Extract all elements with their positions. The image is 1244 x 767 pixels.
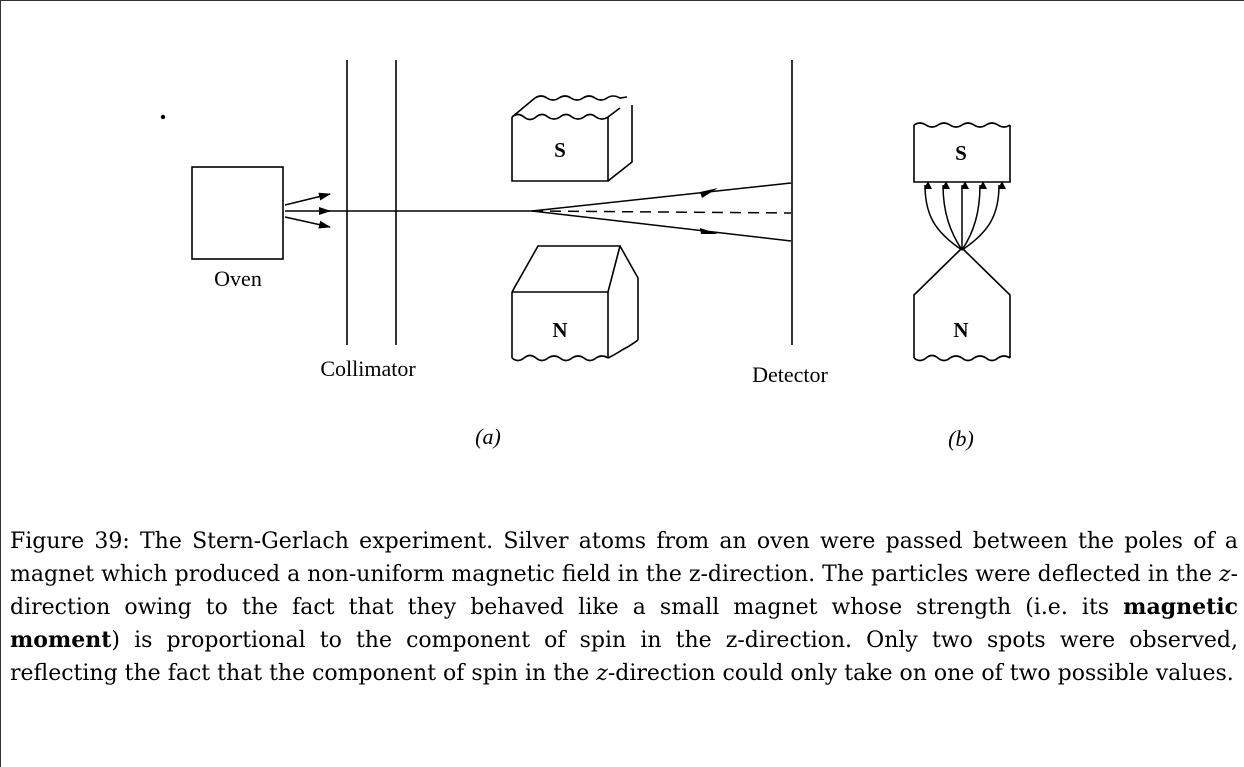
beam-upper-arrowhead (700, 188, 718, 198)
field-lines (924, 180, 1006, 251)
magnet-b-south-label: S (955, 141, 967, 165)
caption-label: Figure 39: (10, 529, 130, 554)
caption-bold-term: magnetic moment (10, 594, 1238, 653)
collimator-label: Collimator (320, 356, 416, 381)
stray-dot (160, 114, 166, 120)
caption-text-1: The Stern-Gerlach experiment. Silver ato… (10, 529, 1238, 587)
beam-undeflected-dashed (531, 210, 792, 214)
magnet-north-a (511, 245, 639, 362)
beam-lower-arrowhead (700, 228, 718, 234)
figure-caption: Figure 39: The Stern-Gerlach experiment.… (10, 525, 1238, 690)
caption-text-4: -direction could only take on one of two… (607, 661, 1234, 686)
magnet-a-south-label: S (554, 138, 566, 162)
magnet-a-north-label: N (552, 318, 567, 342)
stern-gerlach-figure: Oven Collimator S N Detector (160, 60, 1011, 451)
oven-box (191, 166, 284, 260)
beam-upper-path (531, 182, 792, 212)
caption-text-3: ) is proportional to the component of sp… (10, 628, 1238, 686)
caption-text-2: -direction owing to the fact that they b… (10, 562, 1238, 620)
caption-z-1: z (1218, 562, 1231, 587)
magnet-south-a (511, 95, 633, 182)
magnet-b-north-label: N (953, 318, 968, 342)
panel-b-label: (b) (948, 426, 974, 451)
magnet-north-b (913, 246, 1011, 362)
oven-label: Oven (214, 266, 262, 291)
beam-lower-path (531, 210, 792, 242)
caption-z-2: z (596, 661, 608, 686)
panel-a-label: (a) (475, 424, 501, 449)
detector-label: Detector (752, 362, 828, 387)
